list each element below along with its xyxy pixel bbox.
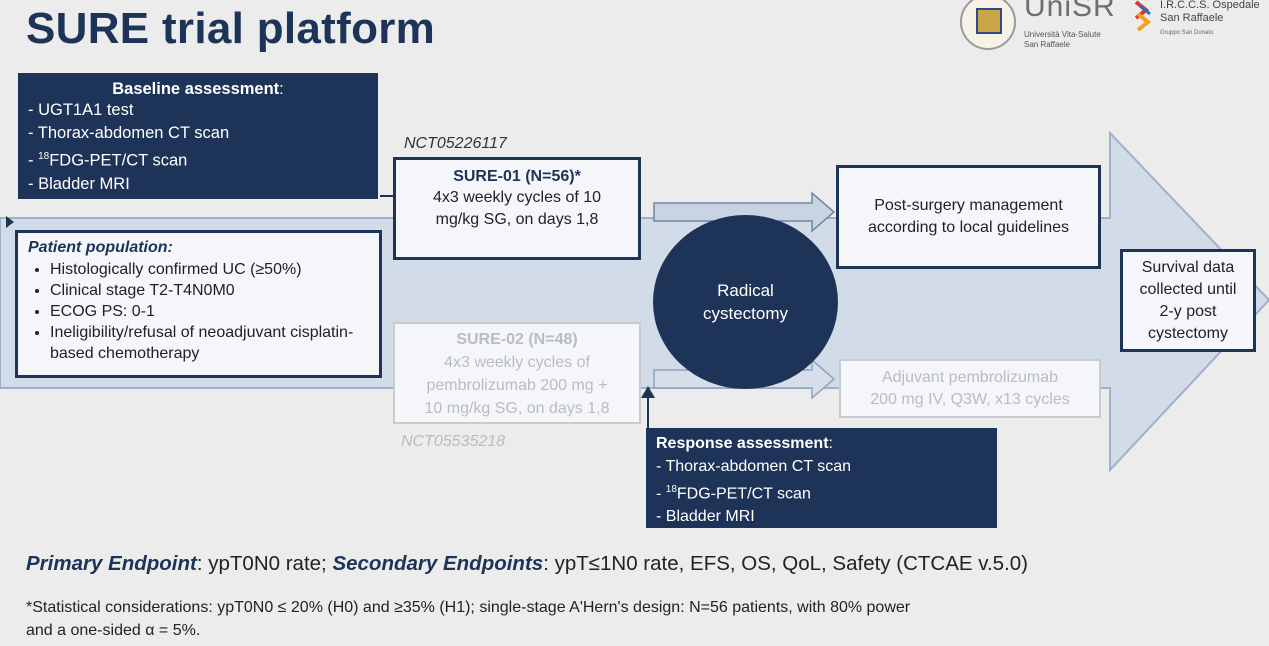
unisr-sub2: San Raffaele: [1024, 40, 1071, 49]
survival-line1: Survival data: [1141, 258, 1235, 276]
population-item: ECOG PS: 0-1: [50, 301, 369, 322]
footnote: *Statistical considerations: ypT0N0 ≤ 20…: [26, 596, 910, 642]
response-item: - Thorax-abdomen CT scan: [656, 458, 852, 475]
endpoints-line: Primary Endpoint: ypT0N0 rate; Secondary…: [26, 552, 1028, 576]
sure02-nct: NCT05535218: [401, 433, 506, 450]
survival-line4: cystectomy: [1147, 324, 1228, 342]
survival-line3: 2-y post: [1159, 302, 1217, 320]
surgery-line2: cystectomy: [702, 304, 789, 323]
sure02-line1: 4x3 weekly cycles of: [444, 354, 590, 371]
surgery-line1: Radical: [717, 281, 774, 300]
baseline-heading: Baseline assessment: [112, 80, 280, 98]
sure01-line1: 4x3 weekly cycles of 10: [432, 189, 602, 206]
post-surgery-box: Post-surgery management according to loc…: [836, 165, 1101, 269]
baseline-item: - Thorax-abdomen CT scan: [28, 124, 230, 142]
secondary-endpoints-text: : ypT≤1N0 rate, EFS, OS, QoL, Safety (CT…: [543, 552, 1028, 575]
irccs-line1: I.R.C.C.S. Ospedale: [1160, 0, 1260, 11]
sure01-nct: NCT05226117: [404, 135, 507, 152]
sure02-title: SURE-02 (N=48): [456, 331, 578, 348]
adjuvant-line1: Adjuvant pembrolizumab: [881, 369, 1059, 386]
response-item-fdg: - 18FDG-PET/CT scan: [656, 484, 811, 503]
unisr-seal-icon: [960, 0, 1016, 50]
primary-endpoint-text: : ypT0N0 rate;: [196, 552, 333, 575]
radical-cystectomy-circle: Radical cystectomy: [653, 215, 838, 389]
unisr-sub1: Università Vita-Salute: [1024, 30, 1101, 39]
population-item: Histologically confirmed UC (≥50%): [50, 259, 369, 280]
population-item: Clinical stage T2-T4N0M0: [50, 280, 369, 301]
footnote-line2: and a one-sided α = 5%.: [26, 622, 201, 639]
baseline-item-fdg: - 18FDG-PET/CT scan: [28, 151, 188, 170]
adjuvant-line2: 200 mg IV, Q3W, x13 cycles: [870, 391, 1070, 408]
population-item: Ineligibility/refusal of neoadjuvant cis…: [50, 322, 369, 364]
baseline-item: - Bladder MRI: [28, 174, 130, 193]
sure02-line3: 10 mg/kg SG, on days 1,8: [424, 400, 610, 417]
page-title: SURE trial platform: [26, 4, 436, 53]
unisr-logo: UniSR Università Vita-Salute San Raffael…: [960, 0, 1120, 50]
sure01-box: SURE-01 (N=56)* 4x3 weekly cycles of 10 …: [393, 157, 641, 260]
population-list: Histologically confirmed UC (≥50%) Clini…: [28, 259, 369, 364]
secondary-endpoints-label: Secondary Endpoints: [332, 552, 544, 575]
population-heading: Patient population:: [28, 239, 173, 256]
sure02-line2: pembrolizumab 200 mg +: [426, 377, 608, 394]
sure01-line2: mg/kg SG, on days 1,8: [435, 211, 599, 228]
unisr-name: UniSR: [1024, 0, 1116, 23]
footnote-line1: *Statistical considerations: ypT0N0 ≤ 20…: [26, 599, 911, 616]
sure01-title: SURE-01 (N=56)*: [453, 168, 581, 185]
baseline-item: - UGT1A1 test: [28, 101, 134, 119]
post-surgery-line1: Post-surgery management: [874, 197, 1063, 214]
adjuvant-box: Adjuvant pembrolizumab 200 mg IV, Q3W, x…: [839, 359, 1101, 418]
baseline-assessment-box: Baseline assessment: - UGT1A1 test - Tho…: [18, 73, 378, 199]
response-item: - Bladder MRI: [656, 508, 755, 526]
irccs-line2: San Raffaele: [1160, 12, 1224, 24]
survival-box: Survival data collected until 2-y post c…: [1120, 249, 1256, 352]
response-assessment-box: Response assessment: - Thorax-abdomen CT…: [646, 428, 997, 528]
sure02-box: SURE-02 (N=48) 4x3 weekly cycles of pemb…: [393, 322, 641, 424]
patient-population-box: Patient population: Histologically confi…: [15, 230, 382, 378]
survival-line2: collected until: [1139, 280, 1237, 298]
irccs-logo: I.R.C.C.S. Ospedale San Raffaele Gruppo …: [1132, 0, 1269, 50]
irccs-sub: Gruppo San Donato: [1160, 30, 1214, 36]
response-pointer-head: [641, 386, 655, 398]
primary-endpoint-label: Primary Endpoint: [26, 552, 197, 575]
post-surgery-line2: according to local guidelines: [867, 219, 1069, 236]
connector-arrow-upper: [653, 191, 836, 233]
irccs-mark-icon: [1134, 0, 1152, 32]
response-heading: Response assessment: [656, 435, 829, 452]
